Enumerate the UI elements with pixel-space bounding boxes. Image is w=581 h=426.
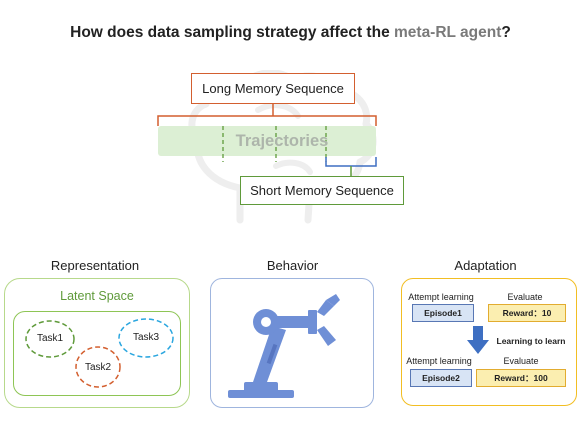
task3-label: Task3 — [132, 332, 160, 343]
latent-space-panel — [13, 311, 181, 396]
task1-label: Task1 — [36, 333, 64, 344]
latent-space-label: Latent Space — [60, 289, 134, 303]
short-memory-sequence-box: Short Memory Sequence — [240, 176, 404, 205]
behavior-title: Behavior — [266, 258, 319, 273]
task2-label: Task2 — [84, 362, 112, 373]
trajectories-label: Trajectories — [235, 132, 329, 150]
page-title: How does data sampling strategy affect t… — [0, 24, 581, 42]
task3-cluster — [118, 318, 174, 358]
adaptation-panel — [401, 278, 577, 406]
attempt-learning-label: Attempt learning — [406, 356, 472, 366]
representation-title: Representation — [50, 258, 140, 273]
representation-panel — [4, 278, 190, 408]
title-prefix: How does data sampling strategy affect t… — [70, 24, 394, 41]
reward1-box: Reward：10 — [488, 304, 566, 322]
long-memory-bracket — [157, 115, 377, 126]
trajectories-bar — [158, 126, 376, 156]
episode1-box: Episode1 — [412, 304, 474, 322]
task1-cluster — [25, 320, 75, 358]
robot-arm-icon — [228, 294, 340, 398]
episode2-box: Episode2 — [410, 369, 472, 387]
adaptation-title: Adaptation — [454, 258, 517, 273]
learning-to-learn-label: Learning to learn — [496, 336, 566, 346]
title-accent: meta-RL agent — [394, 24, 502, 41]
down-arrow-icon — [467, 326, 489, 354]
task2-cluster — [75, 346, 121, 388]
evaluate-label: Evaluate — [507, 292, 543, 302]
evaluate-label: Evaluate — [503, 356, 539, 366]
long-memory-sequence-box: Long Memory Sequence — [191, 73, 355, 104]
behavior-panel — [210, 278, 374, 408]
attempt-learning-label: Attempt learning — [408, 292, 474, 302]
title-suffix: ? — [501, 24, 511, 41]
reward2-box: Reward：100 — [476, 369, 566, 387]
